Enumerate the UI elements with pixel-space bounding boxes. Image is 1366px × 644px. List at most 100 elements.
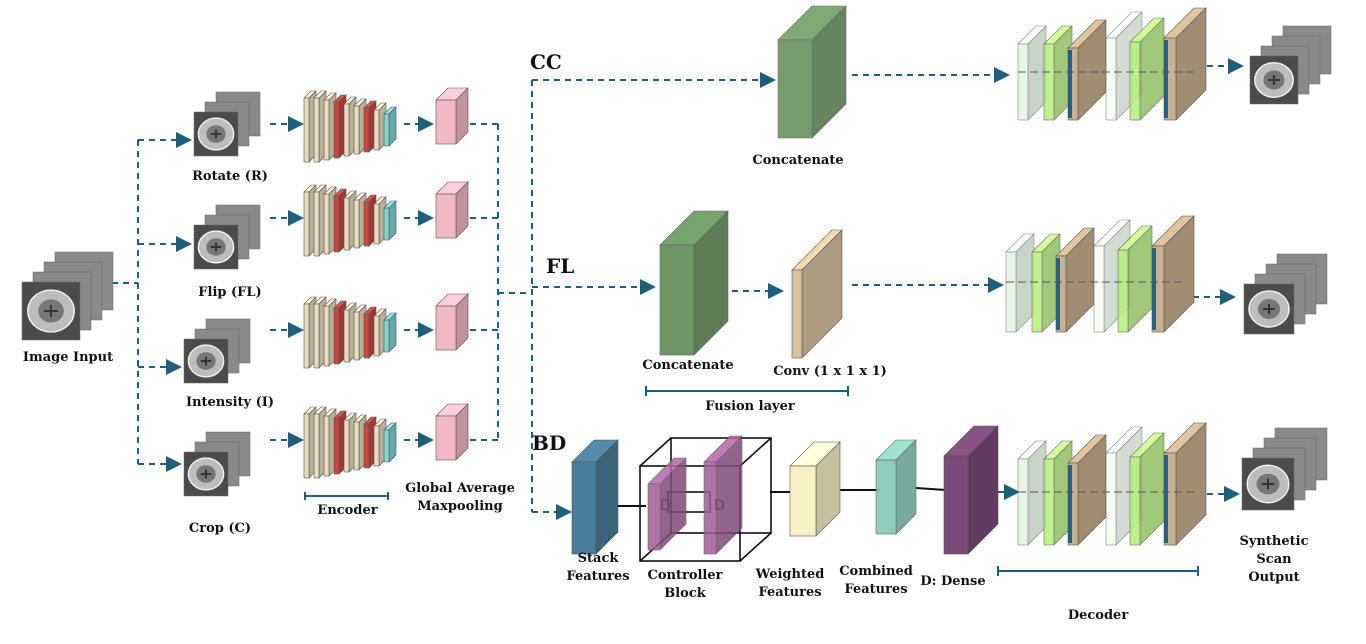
encoder-crop-layer-7-front	[373, 425, 380, 467]
encoder-intensity-layer-8	[383, 312, 397, 353]
controller-edge-0	[639, 437, 672, 467]
pool-block-crop	[435, 403, 469, 461]
bd-weighted-label-1: Weighted	[755, 567, 825, 582]
decoder-bd-l0	[1017, 440, 1047, 546]
output-label-3: Output	[1248, 570, 1300, 585]
fl-conv-label: Conv (1 x 1 x 1)	[773, 364, 887, 379]
bd-combined-block	[875, 439, 917, 535]
encoder-crop-layer-3-front	[333, 417, 340, 475]
encoder-intensity-layer-7-front	[373, 315, 380, 357]
branch-bd-label: BD	[532, 431, 567, 455]
bd-stack-label-2: Features	[566, 569, 630, 584]
controller-dense-1-front	[647, 483, 661, 551]
bd-dense-block-front	[943, 455, 969, 555]
output-stack-bd-scan-mark	[1261, 478, 1275, 490]
encoder-crop-layer-5-front	[353, 421, 360, 471]
encoder-intensity-layer-3-front	[333, 307, 340, 365]
encoder-rotate-layer-2-front	[323, 99, 330, 161]
encoder-rotate-layer-6-front	[363, 107, 370, 153]
fusion-layer-label: Fusion layer	[705, 399, 795, 414]
decoder-bd-l2	[1067, 434, 1107, 546]
encoder-crop-layer-2-front	[323, 415, 330, 477]
encoder-rotate-layer-8-front	[383, 113, 390, 147]
aug-label-flip: Flip (FL)	[198, 285, 262, 300]
pool-block-rotate-front	[435, 99, 457, 145]
output-stack-fl	[1243, 253, 1328, 335]
decoder-bd-l1-front	[1043, 458, 1055, 546]
aug-label-crop: Crop (C)	[188, 521, 252, 536]
encoder-rotate-layer-0-front	[303, 97, 310, 163]
branch-fl-label: FL	[546, 254, 575, 278]
decoder-bd-l3-front	[1105, 452, 1117, 546]
encoder-crop-layer-0-front	[303, 413, 310, 479]
encoder-rotate-layer-7-front	[373, 109, 380, 151]
pool-block-intensity	[435, 293, 469, 351]
output-stack-cc-scan-mark	[1268, 75, 1280, 85]
controller-dense-2	[703, 435, 743, 555]
input-image-stack	[21, 251, 114, 341]
encoder-flip-layer-4-front	[343, 197, 350, 251]
encoder-crop-layer-8	[383, 422, 397, 463]
encoder-crop-layer-1-front	[313, 413, 320, 479]
fusion-layer-bracket	[645, 386, 849, 396]
encoder-intensity-layer-0-front	[303, 303, 310, 369]
encoder-intensity-layer-6-front	[363, 313, 370, 359]
encoder-flip-layer-2-front	[323, 193, 330, 255]
encoder-rotate-layer-8-side	[388, 106, 397, 147]
aug-image-stack-intensity	[183, 318, 251, 384]
encoder-flip-layer-6-front	[363, 201, 370, 247]
pool-block-rotate	[435, 87, 469, 145]
encoder-flip-layer-0-front	[303, 191, 310, 257]
encoder-flip-layer-8-side	[388, 200, 397, 241]
decoder-bd-l1	[1043, 440, 1073, 546]
pool-block-flip-front	[435, 193, 457, 239]
encoder-rotate-layer-8	[383, 106, 397, 147]
decoder-fl-l4-front	[1117, 249, 1129, 333]
fl-concat-block	[659, 210, 729, 356]
arrows-layer	[112, 58, 1244, 576]
decoder-bd-l0-side	[1027, 440, 1047, 546]
aug-label-intensity: Intensity (I)	[186, 395, 274, 410]
pool-block-intensity-front	[435, 305, 457, 351]
decoder-fl-l2	[1055, 227, 1095, 333]
encoder-intensity-layer-8-front	[383, 319, 390, 353]
encoder-rotate-layer-3-front	[333, 101, 340, 159]
encoder-intensity-layer-1-front	[313, 303, 320, 369]
encoder-bracket	[304, 492, 389, 500]
input-image-stack-scan-mark	[44, 305, 58, 317]
cc-concat-block	[777, 5, 847, 139]
encoder-flip-layer-3-front	[333, 195, 340, 253]
decoder-bd-l0-front	[1017, 458, 1029, 546]
bd-weighted-block-front	[789, 465, 817, 537]
fl-conv-block	[791, 229, 843, 359]
decoder-cc-l0-front	[1017, 43, 1029, 121]
aug-image-stack-flip	[193, 204, 261, 270]
controller-dense-1	[647, 457, 687, 551]
encoder-crop-layer-6-front	[363, 423, 370, 469]
encoder-flip-layer-1-front	[313, 191, 320, 257]
encoder-rotate-layer-1-front	[313, 97, 320, 163]
decoder-cc-stripe-2	[1164, 40, 1168, 118]
pool-block-crop-front	[435, 415, 457, 461]
encoder-flip-layer-5-front	[353, 199, 360, 249]
aug-label-rotate: Rotate (R)	[192, 169, 268, 184]
cc-concat-label: Concatenate	[752, 153, 844, 168]
aug-image-stack-rotate-scan-mark	[210, 129, 222, 139]
decoder-cc-l1	[1043, 25, 1073, 121]
bd-stack-block-front	[571, 461, 597, 555]
output-label-1: Synthetic	[1239, 534, 1309, 549]
bd-controller-label-1: Controller	[647, 568, 723, 583]
shapes-layer: DD	[21, 5, 1332, 562]
pool-block-flip	[435, 181, 469, 239]
bd-combined-label-2: Features	[844, 582, 908, 597]
aug-image-stack-intensity-scan-mark	[200, 356, 212, 366]
output-stack-cc	[1249, 25, 1332, 105]
aug-image-stack-flip-scan-mark	[210, 242, 222, 252]
decoder-fl-l0	[1005, 233, 1035, 333]
encoder-intensity-layer-8-side	[388, 312, 397, 353]
decoder-cc-stripe-1	[1068, 50, 1072, 118]
controller-dense-2-front	[703, 461, 717, 555]
encoder-rotate-layer-4-front	[343, 103, 350, 157]
bd-combined-label-1: Combined	[839, 564, 913, 579]
output-stack-bd	[1241, 427, 1328, 511]
